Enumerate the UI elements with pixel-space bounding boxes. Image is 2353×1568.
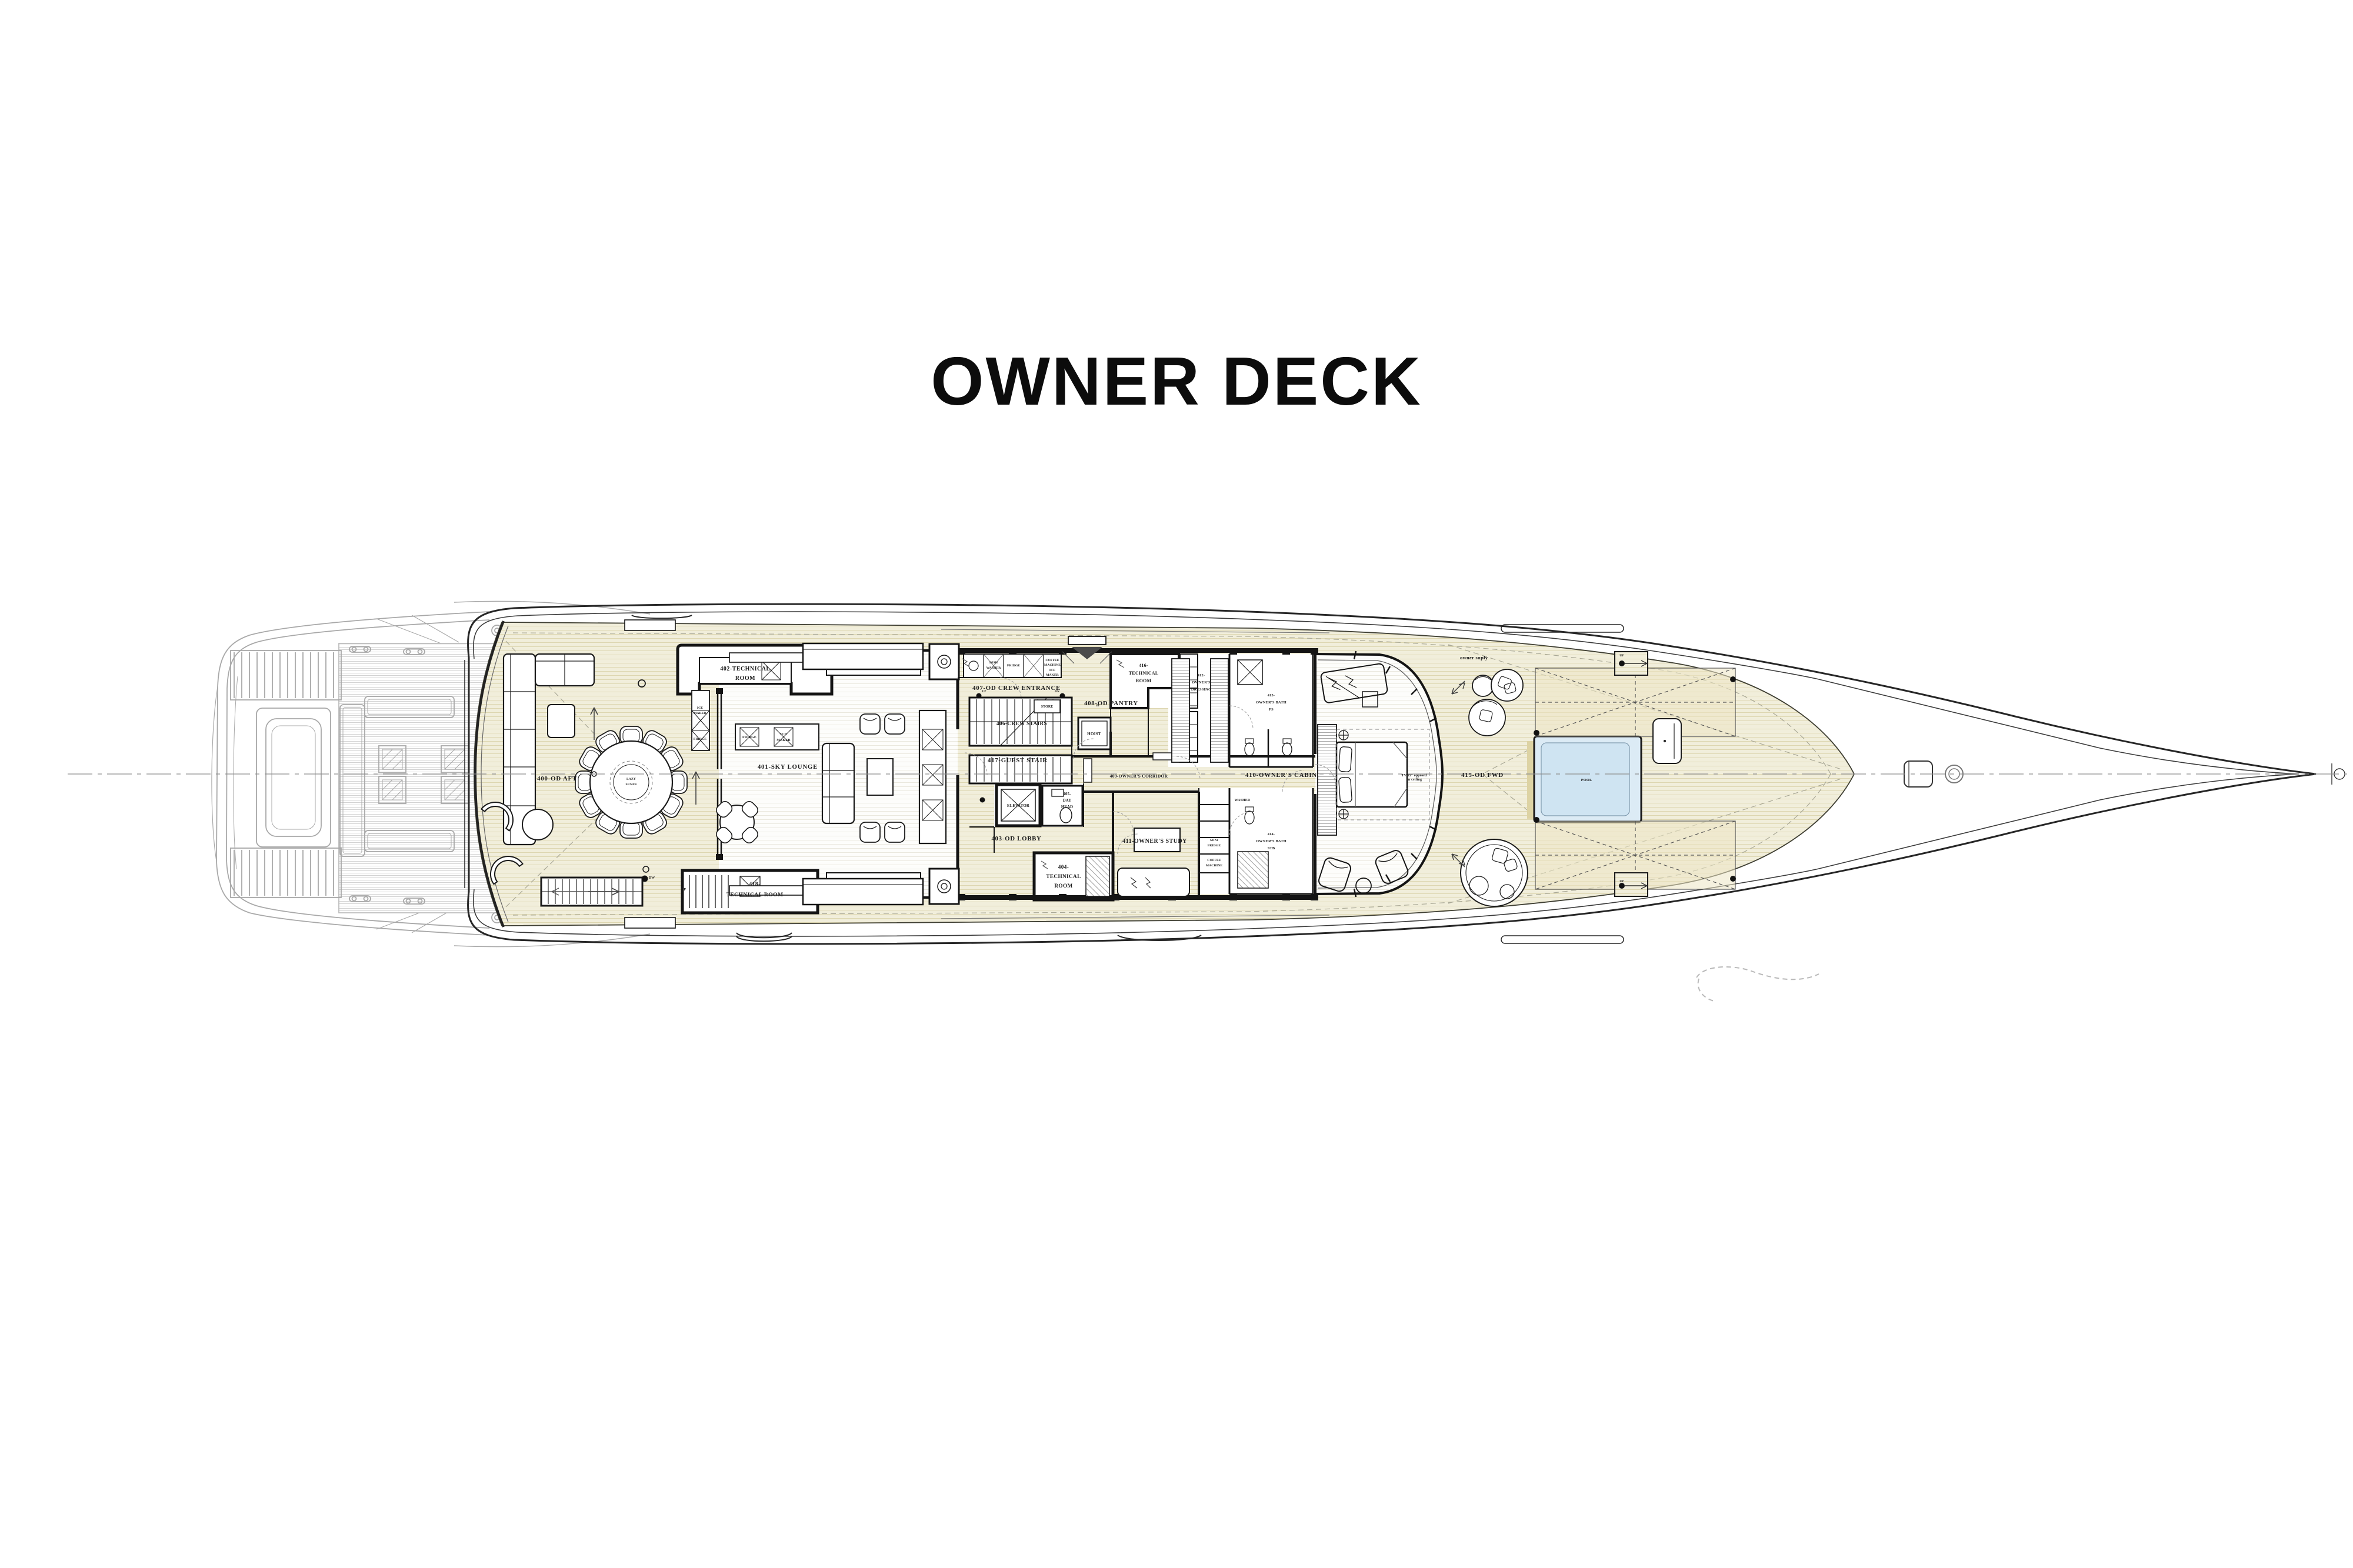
svg-text:WASHER: WASHER bbox=[986, 666, 1002, 670]
svg-text:MAKER: MAKER bbox=[1046, 673, 1059, 677]
svg-text:HEAD: HEAD bbox=[1061, 805, 1073, 809]
svg-text:OWNER'S: OWNER'S bbox=[1192, 680, 1211, 685]
svg-text:ROOM: ROOM bbox=[1136, 678, 1152, 683]
svg-text:STB: STB bbox=[1268, 846, 1275, 850]
svg-text:TV 55" opposed: TV 55" opposed bbox=[1402, 774, 1428, 778]
svg-text:413-: 413- bbox=[1268, 693, 1275, 698]
svg-text:OWNER'S BATH: OWNER'S BATH bbox=[1256, 839, 1287, 843]
svg-text:407-OD CREW ENTRANCE: 407-OD CREW ENTRANCE bbox=[972, 685, 1061, 692]
svg-text:417-GUEST STAIR: 417-GUEST STAIR bbox=[988, 757, 1048, 764]
svg-text:UP: UP bbox=[681, 888, 686, 892]
svg-text:ICE: ICE bbox=[697, 706, 703, 710]
svg-text:405-: 405- bbox=[1063, 792, 1071, 796]
svg-text:400-OD AFT: 400-OD AFT bbox=[537, 775, 577, 782]
svg-text:403-OD LOBBY: 403-OD LOBBY bbox=[991, 835, 1041, 842]
svg-text:UP: UP bbox=[982, 690, 986, 693]
svg-text:411-OWNER'S STUDY: 411-OWNER'S STUDY bbox=[1122, 838, 1187, 845]
svg-text:FRIDGE: FRIDGE bbox=[1208, 844, 1221, 848]
svg-text:410-OWNER'S CABIN: 410-OWNER'S CABIN bbox=[1245, 772, 1317, 779]
svg-text:402-TECHNICAL: 402-TECHNICAL bbox=[720, 666, 770, 672]
svg-text:DISH: DISH bbox=[989, 661, 998, 665]
svg-text:401-SKY LOUNGE: 401-SKY LOUNGE bbox=[758, 763, 818, 770]
svg-text:UP: UP bbox=[1619, 880, 1624, 883]
svg-text:ROOM: ROOM bbox=[1054, 883, 1072, 889]
svg-text:416-: 416- bbox=[1139, 663, 1148, 668]
svg-text:415-OD FWD: 415-OD FWD bbox=[1461, 772, 1504, 779]
svg-text:UP: UP bbox=[1095, 704, 1100, 708]
svg-text:COFFEE: COFFEE bbox=[1207, 859, 1221, 862]
svg-text:POOL: POOL bbox=[1581, 778, 1592, 782]
svg-text:LAZY: LAZY bbox=[626, 778, 636, 781]
svg-text:412-: 412- bbox=[1198, 673, 1205, 678]
svg-text:FRIDGE: FRIDGE bbox=[1007, 664, 1020, 668]
svg-text:OWNER'S BATH: OWNER'S BATH bbox=[1256, 700, 1287, 705]
svg-text:406-CREW STAIRS: 406-CREW STAIRS bbox=[996, 720, 1047, 726]
svg-text:FRIDGE: FRIDGE bbox=[742, 736, 756, 739]
svg-text:418-: 418- bbox=[749, 881, 760, 888]
svg-text:408-OD PANTRY: 408-OD PANTRY bbox=[1084, 700, 1138, 707]
svg-text:OWNER DECK: OWNER DECK bbox=[931, 343, 1422, 419]
svg-text:MACHINE: MACHINE bbox=[1044, 663, 1061, 667]
svg-text:DAY: DAY bbox=[1063, 799, 1072, 803]
svg-text:MAKER: MAKER bbox=[694, 712, 707, 715]
svg-text:COFFEE: COFFEE bbox=[1045, 659, 1059, 662]
svg-text:SUSAN: SUSAN bbox=[626, 783, 637, 786]
svg-text:owner suply: owner suply bbox=[1460, 655, 1488, 660]
svg-text:TECHNICAL: TECHNICAL bbox=[1046, 873, 1081, 879]
svg-text:ICE: ICE bbox=[780, 733, 786, 736]
svg-text:DW: DW bbox=[649, 876, 655, 880]
svg-text:ICE: ICE bbox=[1049, 669, 1055, 672]
svg-text:on ceiling: on ceiling bbox=[1407, 778, 1422, 782]
svg-text:404-: 404- bbox=[1058, 864, 1069, 870]
svg-text:MACHINE: MACHINE bbox=[1206, 864, 1223, 868]
svg-text:DN: DN bbox=[1055, 690, 1059, 693]
svg-text:MAKER: MAKER bbox=[776, 739, 791, 742]
svg-text:MINI: MINI bbox=[1210, 839, 1218, 842]
svg-text:414-: 414- bbox=[1268, 832, 1275, 836]
svg-text:UP: UP bbox=[1619, 654, 1624, 658]
svg-text:STORE: STORE bbox=[1041, 705, 1054, 709]
svg-text:TECHNICAL: TECHNICAL bbox=[1129, 670, 1159, 676]
svg-text:HOIST: HOIST bbox=[1087, 732, 1101, 736]
svg-text:409-OWNER'S CORRIDOR: 409-OWNER'S CORRIDOR bbox=[1110, 773, 1168, 779]
svg-text:PS: PS bbox=[1269, 708, 1274, 712]
svg-text:DRESSING: DRESSING bbox=[1191, 688, 1211, 692]
svg-text:FRIDGE: FRIDGE bbox=[694, 738, 706, 741]
svg-text:WASHER: WASHER bbox=[1235, 799, 1251, 802]
svg-text:ELEVATOR: ELEVATOR bbox=[1007, 804, 1029, 808]
svg-text:ROOM: ROOM bbox=[735, 675, 755, 682]
svg-text:TECHNICAL ROOM: TECHNICAL ROOM bbox=[726, 892, 783, 898]
